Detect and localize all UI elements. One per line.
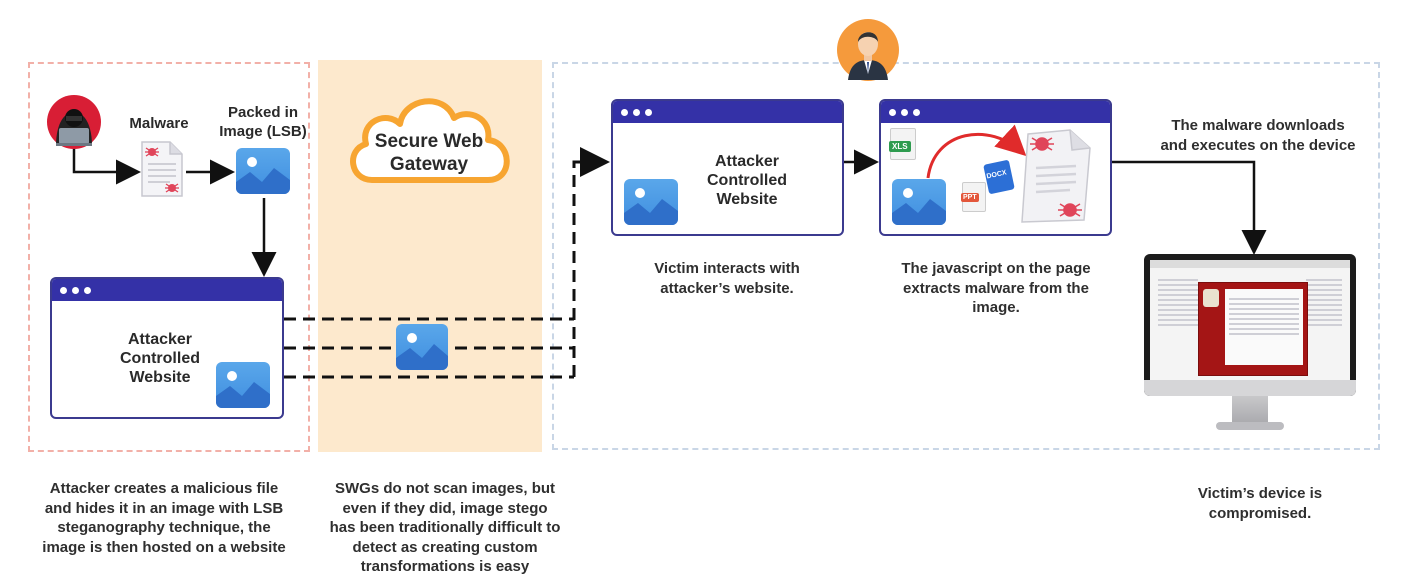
ppt-file-icon: PPT bbox=[961, 182, 986, 212]
extracted-document-icon bbox=[1014, 128, 1094, 224]
victim-zone bbox=[552, 62, 1380, 450]
hacker-avatar-icon bbox=[46, 94, 102, 150]
spider-icon bbox=[1030, 137, 1082, 217]
spider-icon bbox=[145, 147, 179, 193]
image-icon bbox=[216, 362, 270, 408]
user-avatar-icon bbox=[836, 18, 900, 82]
malware-label: Malware bbox=[129, 115, 189, 132]
swg-caption: SWGs do not scan images, but even if the… bbox=[329, 480, 561, 575]
ransomware-window bbox=[1198, 282, 1308, 376]
cloud-icon bbox=[342, 88, 516, 190]
screen bbox=[1150, 260, 1350, 380]
image-icon bbox=[396, 324, 448, 370]
attacker-caption: Attacker creates a malicious file and hi… bbox=[42, 480, 286, 556]
browser-title-bar bbox=[52, 279, 282, 301]
malware-document-icon bbox=[140, 140, 184, 198]
victim-caption: Victim’s device is compromised. bbox=[1197, 485, 1323, 522]
browser-title-bar bbox=[881, 101, 1110, 123]
image-icon bbox=[624, 179, 678, 225]
computer-monitor-icon bbox=[1144, 254, 1356, 434]
image-icon bbox=[892, 179, 946, 225]
image-icon bbox=[236, 148, 290, 194]
browser-title-bar bbox=[613, 101, 842, 123]
attacker-website-browser-victim bbox=[611, 99, 844, 236]
attacker-zone bbox=[28, 62, 310, 452]
xls-file-icon: XLS bbox=[889, 128, 916, 160]
